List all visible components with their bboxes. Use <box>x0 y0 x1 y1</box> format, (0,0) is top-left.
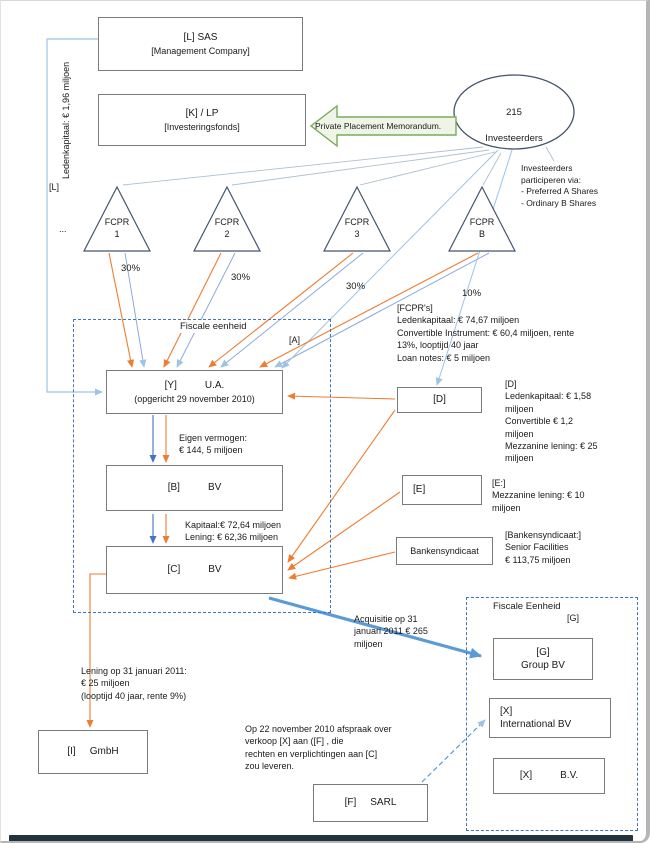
ellipsis-label: ... <box>59 224 67 234</box>
fiscal-unity-g-group <box>466 597 638 831</box>
node-x-international-tag: [X] <box>500 705 513 717</box>
node-i-name: GmbH <box>89 746 119 758</box>
node-sas: [L] SAS [Management Company] <box>98 17 303 71</box>
sas-to-y-line <box>46 38 103 396</box>
fcpr-to-y-blue-lines <box>124 252 490 368</box>
node-y-subtitle: (opgericht 29 november 2010) <box>134 393 255 404</box>
node-x-bv: [X] B.V. <box>493 758 605 794</box>
node-c-name: BV <box>208 564 222 576</box>
fcpr2-name: FCPR <box>214 217 240 227</box>
fcpr3-percentage: 30% <box>346 281 366 292</box>
fcprb-triangle <box>448 185 516 252</box>
node-b-name: BV <box>207 482 222 494</box>
eigen-vermogen-note: Eigen vermogen: € 144, 5 miljoen <box>179 433 248 456</box>
node-x-bv-tag: [X] <box>519 770 533 782</box>
fcpr2-triangle <box>193 185 261 252</box>
bankensyndicaat-info-note: [Bankensyndicaat:] Senior Facilities € 1… <box>505 530 582 565</box>
fcpr1-triangle <box>83 185 151 252</box>
acquisition-arrow <box>268 596 483 659</box>
node-b: [B] BV <box>106 465 283 511</box>
fcpr1-percentage: 30% <box>121 263 141 274</box>
node-f: [F] SARL <box>313 784 428 822</box>
ppm-label: Private Placement Memorandum. <box>315 121 442 131</box>
node-sas-subtitle: [Management Company] <box>151 45 250 56</box>
node-bankensyndicaat-label: Bankensyndicaat <box>410 545 479 556</box>
node-k-subtitle: [Investeringsfonds] <box>164 121 240 132</box>
node-f-tag: [F] <box>344 797 357 809</box>
bottom-scan-bar <box>9 835 633 841</box>
node-x-international: [X] International BV <box>489 698 611 738</box>
fcpr1-label: FCPR 1 <box>93 217 141 240</box>
gmbh-loan-note: Lening op 31 januari 2011: € 25 miljoen … <box>81 666 187 701</box>
fcpr3-name: FCPR <box>344 217 370 227</box>
node-c-tag: [C] <box>167 564 181 576</box>
fcpr3-number: 3 <box>354 228 360 239</box>
sale-agreement-note: Op 22 november 2010 afspraak over verkoo… <box>245 724 392 772</box>
fcpr2-label: FCPR 2 <box>203 217 251 240</box>
fiscal-unity-g-tag: [G] <box>567 613 580 623</box>
fiscal-unity-a-title: Fiscale eenheid <box>177 320 250 334</box>
node-e: [E] <box>402 475 482 505</box>
l-tag-label: [L] <box>49 182 60 192</box>
e-info-note: [E:] Mezzanine lening: € 10 miljoen <box>492 478 585 513</box>
node-g-tag: [G] <box>536 646 550 658</box>
fcpr2-number: 2 <box>224 228 230 239</box>
investors-name: Investeerders <box>485 133 543 145</box>
fcpr3-label: FCPR 3 <box>333 217 381 240</box>
fiscal-unity-a-group <box>73 319 331 613</box>
node-b-tag: [B] <box>167 482 180 494</box>
node-i-tag: [I] <box>67 746 76 758</box>
ledenkapitaal-l-label: Ledenkapitaal: € 1,96 miljoen <box>61 61 71 179</box>
fcpr1-name: FCPR <box>104 217 130 227</box>
orange-arrows <box>86 252 479 728</box>
node-x-bv-name: B.V. <box>560 770 579 782</box>
fcpr2-percentage: 30% <box>231 272 251 283</box>
d-info-note: [D] Ledenkapitaal: € 1,58 miljoen Conver… <box>505 379 598 464</box>
fcprb-name: FCPR <box>469 217 495 227</box>
investors-ellipse <box>453 74 575 150</box>
node-g: [G] Group BV <box>493 638 593 680</box>
investors-participation-note: Investeerders participeren via: - Prefer… <box>521 163 599 209</box>
acquisition-note: Acquisitie op 31 januari 2011 € 265 milj… <box>354 614 428 649</box>
node-d-tag: [D] <box>433 394 446 406</box>
node-y-tag: [Y] <box>164 380 177 392</box>
node-i: [I] GmbH <box>38 730 148 774</box>
investors-to-y-d-lines <box>281 149 513 386</box>
node-bankensyndicaat: Bankensyndicaat <box>396 537 493 565</box>
investors-to-fcpr-lines <box>122 146 555 186</box>
fcprb-number: B <box>478 228 485 239</box>
node-k: [K] / LP [Investeringsfonds] <box>98 94 306 146</box>
node-c: [C] BV <box>106 546 283 594</box>
fcpr1-number: 1 <box>114 228 120 239</box>
ppm-block-arrow <box>309 104 457 148</box>
node-d: [D] <box>397 387 482 413</box>
fcpr-info-note: [FCPR's] Ledenkapitaal: € 74,67 miljoen … <box>397 303 575 363</box>
fiscal-unity-a-tag: [A] <box>289 335 301 345</box>
f-to-x-dashed-line <box>421 719 486 783</box>
node-x-international-name: International BV <box>500 719 572 730</box>
investors-label: 215 Investeerders <box>469 93 559 159</box>
fcpr3-triangle <box>323 185 391 252</box>
node-sas-title: [L] SAS <box>183 32 218 44</box>
fiscal-unity-g-title: Fiscale Eenheid <box>493 601 561 612</box>
node-k-title: [K] / LP <box>185 108 219 120</box>
node-e-tag: [E] <box>413 484 426 496</box>
node-g-name: Group BV <box>521 660 565 671</box>
node-y: [Y] U.A. (opgericht 29 november 2010) <box>106 370 283 414</box>
fcpr-triangles <box>83 185 516 252</box>
fcprb-label: FCPR B <box>458 217 506 240</box>
kapitaal-lening-note: Kapitaal:€ 72,64 miljoen Lening: € 62,36… <box>185 520 282 543</box>
investors-count: 215 <box>506 107 522 119</box>
node-f-name: SARL <box>370 797 397 809</box>
fcprb-percentage: 10% <box>462 288 482 299</box>
node-y-name: U.A. <box>204 380 225 392</box>
